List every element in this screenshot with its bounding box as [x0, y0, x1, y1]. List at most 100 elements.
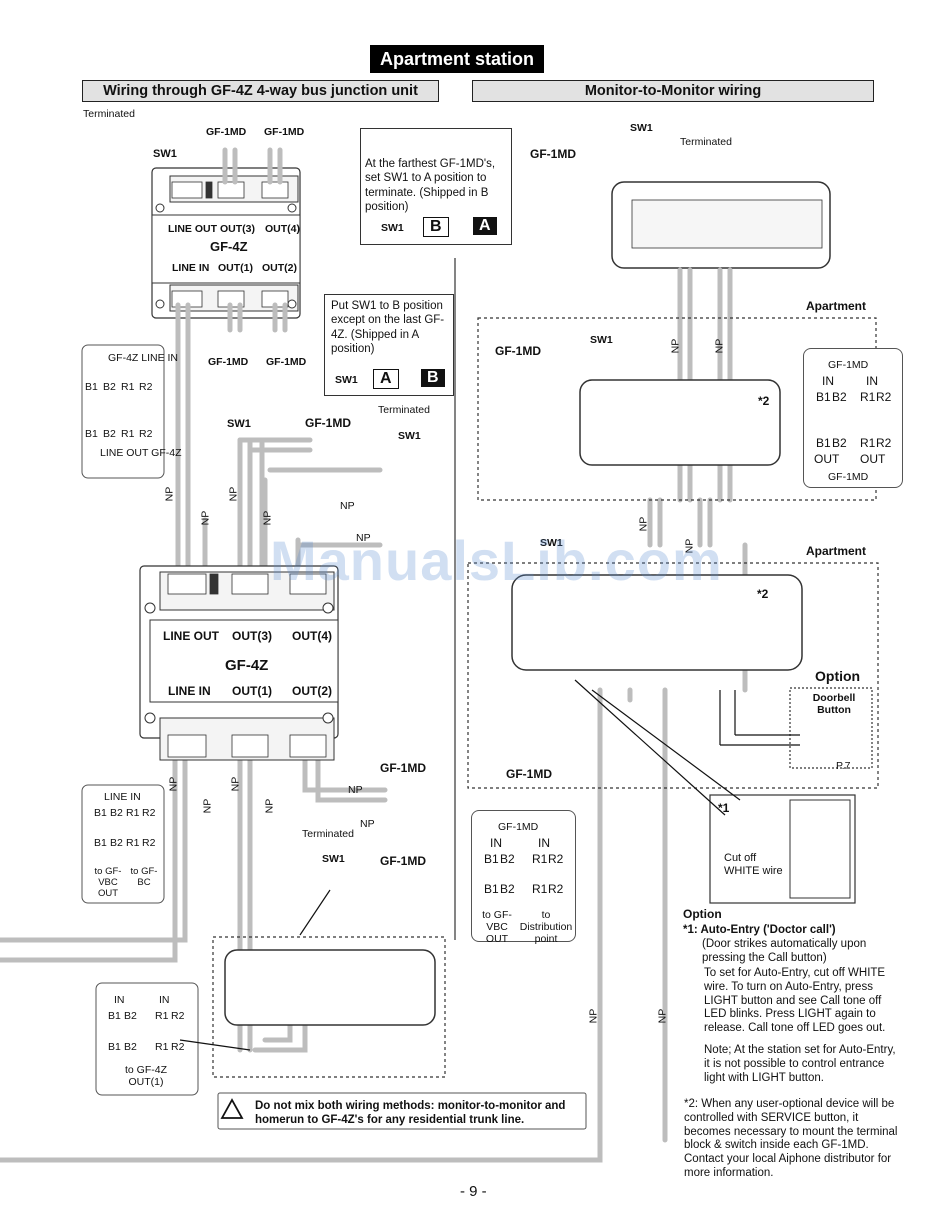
- upper-gf4z-connectors: [171, 181, 289, 308]
- page-title: Apartment station: [370, 45, 544, 73]
- pointer-lines: [179, 679, 800, 1051]
- option-title: Option: [683, 907, 722, 921]
- np-label-6: NP: [356, 532, 371, 544]
- terminal-b2-b: B2: [103, 428, 116, 440]
- label-gf1md-mid1: GF-1MD: [208, 356, 249, 368]
- legend-b1-b: B1: [94, 837, 107, 849]
- label-sw1-apt2: SW1: [540, 537, 563, 549]
- np-label-r5: NP: [587, 1008, 600, 1024]
- label-sw1-mid2: SW1: [398, 430, 421, 442]
- label-upper-out2: OUT(2): [262, 262, 297, 274]
- gf1md-in-out-legend: GF-1MD IN IN B1 B2 R1 R2 B1 B2 R1 R2 OUT…: [803, 348, 903, 488]
- terminal-b2-a: B2: [103, 381, 116, 393]
- np-label-1: NP: [163, 486, 176, 502]
- legend-b2-b: B2: [110, 837, 123, 849]
- label-option-heading: Option: [815, 668, 861, 684]
- label-line-out-gf4z: LINE OUT GF-4Z: [100, 447, 182, 459]
- legend3-title: GF-1MD: [498, 821, 539, 833]
- label-gf1md-lower2: GF-1MD: [380, 854, 426, 868]
- legend2-r1: R1: [155, 1010, 169, 1022]
- np-label-8: NP: [201, 798, 214, 814]
- put-sw1-label: SW1: [335, 374, 358, 386]
- legend-b1-a: B1: [94, 807, 107, 819]
- label-lower-out4: OUT(4): [292, 629, 332, 643]
- label-gf1md-top1: GF-1MD: [206, 126, 247, 138]
- terminal-b1-a: B1: [85, 381, 98, 393]
- farthest-note-text: At the farthest GF-1MD's, set SW1 to A p…: [365, 158, 496, 214]
- watermark: ManualsLib.com: [270, 529, 723, 592]
- np-label-2: NP: [199, 510, 212, 526]
- legend2-b2: B2: [124, 1010, 137, 1022]
- legend-r-r1: R1: [860, 390, 876, 404]
- legend-in-right: IN: [866, 374, 878, 388]
- label-upper-out3: OUT(3): [220, 223, 255, 235]
- np-label-r1: NP: [669, 338, 682, 354]
- put-sw1-note-text: Put SW1 to B position except on the last…: [331, 300, 445, 356]
- np-label-4: NP: [261, 510, 274, 526]
- auto-entry-box: [709, 794, 856, 904]
- legend-in-left: IN: [822, 374, 834, 388]
- legend-r-b1-out: B1: [816, 436, 831, 450]
- auto-entry-title: *1: Auto-Entry ('Doctor call'): [683, 924, 836, 936]
- label-page-ref: P.7: [836, 760, 851, 772]
- star2-note: *2: When any user-optional device will b…: [684, 1098, 898, 1179]
- left-label-boxes: [81, 344, 587, 1130]
- label-lower-line-in: LINE IN: [168, 684, 211, 698]
- legend2-r2: R2: [171, 1010, 185, 1022]
- label-sw1-lower: SW1: [322, 853, 345, 865]
- legend2-b2-out: B2: [124, 1041, 137, 1053]
- legend3-b1: B1: [484, 852, 499, 866]
- auto-entry-set: To set for Auto-Entry, cut off WHITE wir…: [704, 967, 886, 1035]
- terminal-r1-a: R1: [121, 381, 135, 393]
- farthest-sw1-label: SW1: [381, 222, 404, 234]
- label-sw1-right-top: SW1: [630, 122, 653, 134]
- right-section-header: Monitor-to-Monitor wiring: [472, 80, 874, 102]
- label-doorbell-button[interactable]: Doorbell Button: [812, 692, 856, 717]
- terminal-r2-a: R2: [139, 381, 153, 393]
- label-lower-out1: OUT(1): [232, 684, 272, 698]
- np-label-10: NP: [263, 798, 276, 814]
- label-terminated-right-top: Terminated: [680, 136, 732, 148]
- legend3-r1-out: R1: [532, 882, 548, 896]
- legend3-b2: B2: [500, 852, 515, 866]
- left-section-header: Wiring through GF-4Z 4-way bus junction …: [82, 80, 439, 102]
- legend-r2-a: R2: [142, 807, 156, 819]
- top-right-monitor-panel: [611, 181, 831, 269]
- label-star2-apt2: *2: [757, 587, 769, 601]
- legend-line-in: LINE IN: [104, 791, 141, 803]
- label-terminated-mid: Terminated: [378, 404, 430, 416]
- legend2-in-1: IN: [114, 994, 125, 1006]
- np-label-r2: NP: [713, 338, 726, 354]
- legend3-r2-out: R2: [548, 882, 564, 896]
- np-label-12: NP: [360, 818, 375, 830]
- label-terminated-top: Terminated: [83, 108, 135, 120]
- legend-r-r2-out: R2: [876, 436, 892, 450]
- auto-entry-note: Note; At the station set for Auto-Entry,…: [704, 1044, 896, 1084]
- label-gf1md-apt2: GF-1MD: [506, 767, 552, 781]
- np-label-3: NP: [227, 486, 240, 502]
- legend3-in-right: IN: [538, 836, 550, 850]
- do-not-mix-note: Do not mix both wiring methods: monitor-…: [255, 1100, 566, 1127]
- legend2-in-2: IN: [159, 994, 170, 1006]
- np-label-r6: NP: [656, 1008, 669, 1024]
- legend3-to-dist: to Distribution point: [519, 909, 573, 946]
- label-star1: *1: [718, 801, 730, 815]
- legend3-to-gfvbc: to GF-VBC OUT: [482, 909, 512, 946]
- label-gf1md-lower1: GF-1MD: [380, 761, 426, 775]
- label-cut-off-white: Cut off WHITE wire: [724, 852, 783, 877]
- label-gf1md-right-top: GF-1MD: [530, 147, 576, 161]
- legend3-in-left: IN: [490, 836, 502, 850]
- label-apartment-2: Apartment: [806, 544, 867, 558]
- farthest-b-box: B: [423, 217, 449, 238]
- legend-r-b2-out: B2: [832, 436, 847, 450]
- legend3-r1: R1: [532, 852, 548, 866]
- label-lower-line-out: LINE OUT: [163, 629, 219, 643]
- label-gf1md-right1: GF-1MD: [305, 416, 351, 430]
- legend3-b1-out: B1: [484, 882, 499, 896]
- legend3-r2: R2: [548, 852, 564, 866]
- put-sw1-a-box: A: [373, 369, 399, 390]
- legend-r1-a: R1: [126, 807, 140, 819]
- np-label-5: NP: [340, 500, 355, 512]
- legend-b2-a: B2: [110, 807, 123, 819]
- legend-r-b2: B2: [832, 390, 847, 404]
